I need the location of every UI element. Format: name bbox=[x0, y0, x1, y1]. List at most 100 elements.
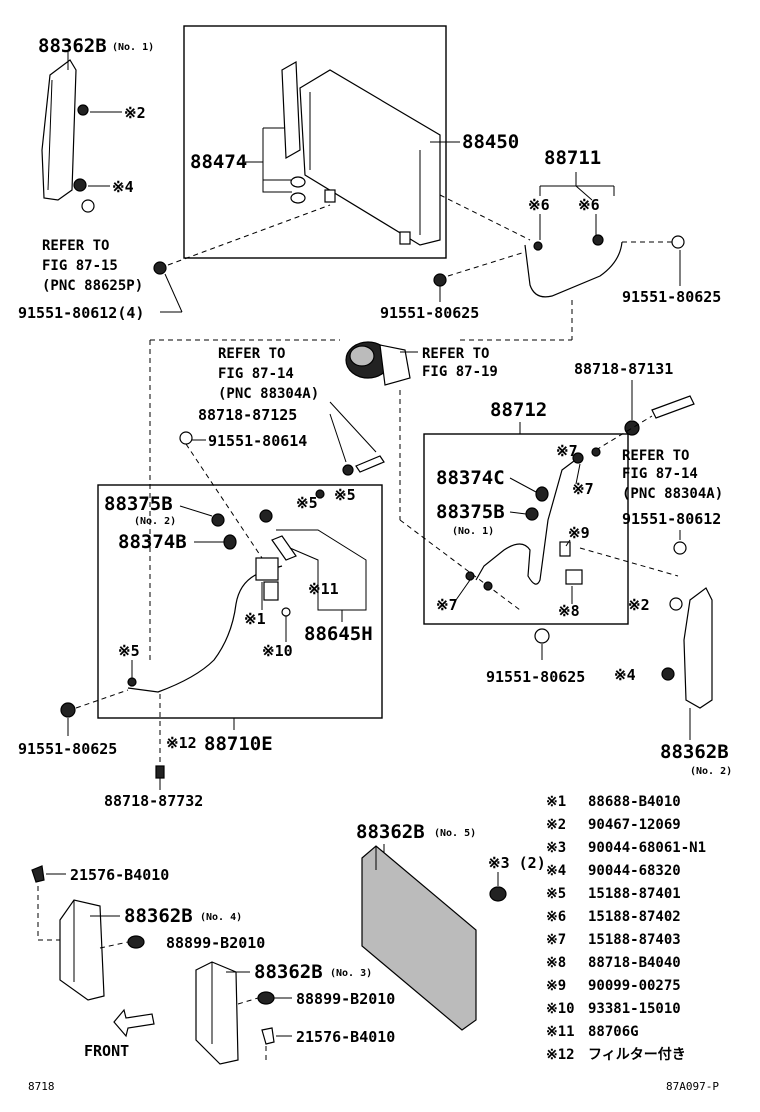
label-88375B-no1-sub: (No. 1) bbox=[452, 526, 494, 537]
label-88362B-no2: 88362B bbox=[660, 741, 729, 763]
marker-11: ※11 bbox=[308, 580, 339, 598]
label-91551-80612-4: 91551-80612(4) bbox=[18, 304, 144, 322]
label-88362B-no2-sub: (No. 2) bbox=[690, 766, 732, 777]
marker-6-b: ※6 bbox=[578, 196, 600, 214]
bracket-no1-drawing bbox=[41, 59, 95, 213]
ref1-line1: REFER TO bbox=[42, 238, 109, 254]
ref2-line2: FIG 87-14 bbox=[218, 366, 294, 382]
label-88362B-no4: 88362B bbox=[124, 905, 193, 927]
label-88362B-no1-sub: (No. 1) bbox=[112, 42, 154, 53]
label-88362B-no3-sub: (No. 3) bbox=[330, 968, 372, 979]
legend-key: ※6 bbox=[546, 909, 566, 925]
legend-key: ※2 bbox=[546, 817, 566, 833]
marker-6-a: ※6 bbox=[528, 196, 550, 214]
label-91551-80625-a: 91551-80625 bbox=[622, 288, 721, 306]
marker-2-right: ※2 bbox=[628, 596, 650, 614]
ref1-line2: FIG 87-15 bbox=[42, 258, 118, 274]
ref4-line1: REFER TO bbox=[622, 448, 689, 464]
label-88375B-no2: 88375B bbox=[104, 493, 173, 515]
marker-7-c: ※7 bbox=[436, 596, 458, 614]
ref3-line1: REFER TO bbox=[422, 346, 489, 362]
bracket-no4-drawing bbox=[59, 899, 105, 1001]
ref3-line2: FIG 87-19 bbox=[422, 364, 498, 380]
legend-value: 90044-68061-N1 bbox=[588, 840, 706, 856]
label-21576-b: 21576-B4010 bbox=[296, 1028, 395, 1046]
ref4-line3: (PNC 88304A) bbox=[622, 486, 723, 502]
filter-88718-87131-drawing bbox=[624, 395, 695, 436]
label-21576-a: 21576-B4010 bbox=[70, 866, 169, 884]
label-91551-80612: 91551-80612 bbox=[622, 510, 721, 528]
label-88899-a: 88899-B2010 bbox=[166, 934, 265, 952]
label-88718-87732: 88718-87732 bbox=[104, 792, 203, 810]
label-91551-80625-d: 91551-80625 bbox=[486, 668, 585, 686]
marker-4-top: ※4 bbox=[112, 178, 134, 196]
ref1-line3: (PNC 88625P) bbox=[42, 278, 143, 294]
legend-key: ※9 bbox=[546, 978, 566, 994]
marker-1: ※1 bbox=[244, 610, 266, 628]
legend-value: 88718-B4040 bbox=[588, 955, 681, 971]
hose-88712-drawing bbox=[465, 447, 601, 591]
marker-5-a: ※5 bbox=[296, 494, 318, 512]
front-label: FRONT bbox=[84, 1042, 129, 1060]
label-88710E: 88710E bbox=[204, 733, 273, 755]
label-88718-87131: 88718-87131 bbox=[574, 360, 673, 378]
discharge-hose-box bbox=[423, 433, 629, 625]
label-91551-80625-b: 91551-80625 bbox=[380, 304, 479, 322]
label-88474: 88474 bbox=[190, 151, 247, 173]
legend-key: ※7 bbox=[546, 932, 566, 948]
legend-value: 15188-87402 bbox=[588, 909, 681, 925]
legend-key: ※5 bbox=[546, 886, 566, 902]
label-88712: 88712 bbox=[490, 399, 547, 421]
label-91551-80625-c: 91551-80625 bbox=[18, 740, 117, 758]
legend-value: 88688-B4010 bbox=[588, 794, 681, 810]
label-88375B-no2-sub: (No. 2) bbox=[134, 516, 176, 527]
label-88450: 88450 bbox=[462, 131, 519, 153]
legend-value: フィルター付き bbox=[588, 1046, 686, 1063]
ref4-line2: FIG 87-14 bbox=[622, 466, 698, 482]
marker-12: ※12 bbox=[166, 734, 197, 752]
liquid-tube-box bbox=[97, 484, 383, 719]
front-arrow-icon bbox=[113, 1008, 155, 1038]
ref2-line3: (PNC 88304A) bbox=[218, 386, 319, 402]
label-88899-b: 88899-B2010 bbox=[296, 990, 395, 1008]
marker-8: ※8 bbox=[558, 602, 580, 620]
legend-value: 15188-87401 bbox=[588, 886, 681, 902]
marker-5-c: ※5 bbox=[118, 642, 140, 660]
legend-value: 88706G bbox=[588, 1024, 639, 1040]
marker-7-a: ※7 bbox=[556, 442, 578, 460]
bracket-no3-drawing bbox=[195, 961, 239, 1065]
panel-no5-drawing bbox=[361, 845, 477, 1031]
legend-key: ※8 bbox=[546, 955, 566, 971]
label-88374C: 88374C bbox=[436, 467, 505, 489]
legend-value: 90099-00275 bbox=[588, 978, 681, 994]
bracket-no2-drawing bbox=[661, 587, 713, 709]
legend-key: ※4 bbox=[546, 863, 566, 879]
marker-9: ※9 bbox=[568, 524, 590, 542]
legend-key: ※10 bbox=[546, 1001, 575, 1017]
marker-5-b: ※5 bbox=[334, 486, 356, 504]
ref2-line1: REFER TO bbox=[218, 346, 285, 362]
label-88362B-no4-sub: (No. 4) bbox=[200, 912, 242, 923]
drawing-code: 87A097-P bbox=[666, 1080, 719, 1093]
legend-key: ※11 bbox=[546, 1024, 575, 1040]
compressor-drawing bbox=[345, 341, 411, 386]
label-88718-87125: 88718-87125 bbox=[198, 406, 297, 424]
marker-10: ※10 bbox=[262, 642, 293, 660]
legend-key: ※1 bbox=[546, 794, 566, 810]
legend-table: ※1 88688-B4010 ※2 90467-12069 ※3 90044-68061-… bbox=[546, 794, 706, 1063]
legend-value: 93381-15010 bbox=[588, 1001, 681, 1017]
label-88375B-no1: 88375B bbox=[436, 501, 505, 523]
filter-88718-87125-drawing bbox=[342, 455, 385, 476]
label-88374B: 88374B bbox=[118, 531, 187, 553]
label-91551-80614: 91551-80614 bbox=[208, 432, 307, 450]
condenser-drawing bbox=[281, 60, 441, 246]
legend-value: 90044-68320 bbox=[588, 863, 681, 879]
label-88362B-no5: 88362B bbox=[356, 821, 425, 843]
liquid-tube-drawing bbox=[127, 509, 297, 693]
fig-number: 8718 bbox=[28, 1080, 55, 1093]
marker-2-top: ※2 bbox=[124, 104, 146, 122]
legend-value: 90467-12069 bbox=[588, 817, 681, 833]
label-88645H: 88645H bbox=[304, 623, 373, 645]
legend-key: ※3 bbox=[546, 840, 566, 856]
legend-value: 15188-87403 bbox=[588, 932, 681, 948]
